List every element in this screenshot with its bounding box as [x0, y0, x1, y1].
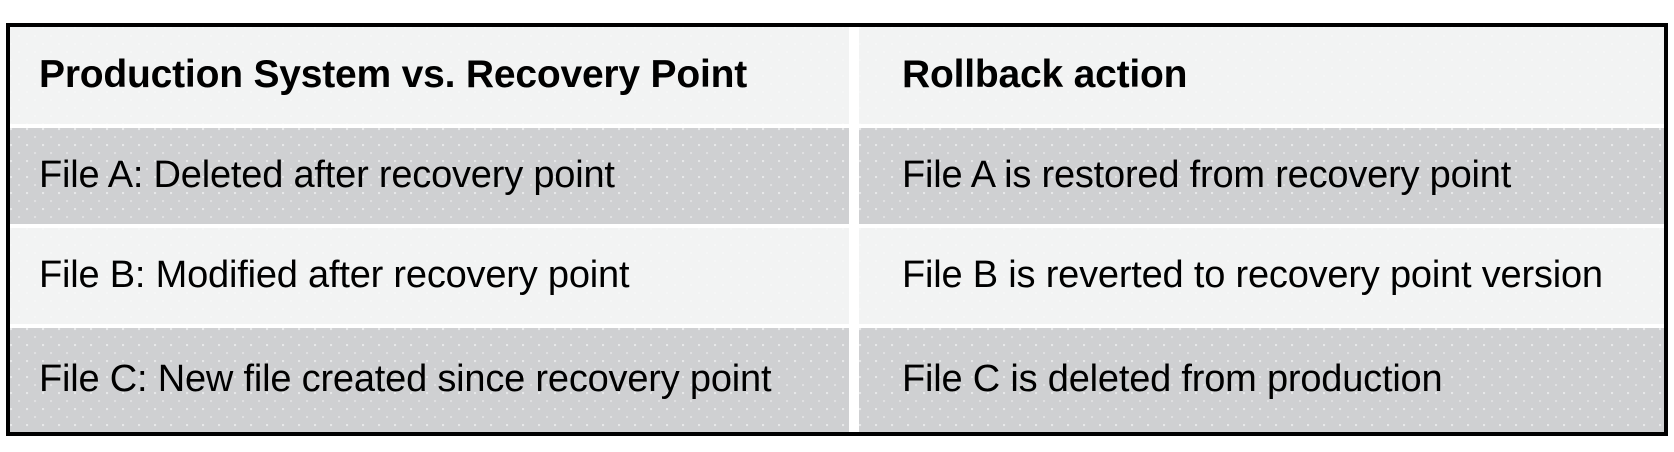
table-cell-condition: File B: Modified after recovery point — [10, 228, 849, 324]
column-header-label: Rollback action — [902, 53, 1188, 97]
cell-label: File B: Modified after recovery point — [39, 254, 630, 297]
table-cell-action: File B is reverted to recovery point ver… — [859, 228, 1664, 324]
column-header-label: Production System vs. Recovery Point — [39, 53, 748, 97]
column-divider — [849, 27, 859, 124]
cell-label: File A: Deleted after recovery point — [39, 154, 615, 197]
comparison-table: Production System vs. Recovery Point Rol… — [6, 23, 1668, 436]
table-cell-action: File A is restored from recovery point — [859, 128, 1664, 224]
table-body: Production System vs. Recovery Point Rol… — [10, 27, 1664, 432]
table-cell-condition: File C: New file created since recovery … — [10, 328, 849, 432]
cell-label: File A is restored from recovery point — [902, 154, 1512, 197]
table-cell-condition: File A: Deleted after recovery point — [10, 128, 849, 224]
table-header-row: Production System vs. Recovery Point Rol… — [10, 27, 1664, 124]
table-row: File A: Deleted after recovery point Fil… — [10, 128, 1664, 224]
cell-label: File B is reverted to recovery point ver… — [902, 254, 1603, 297]
table-row: File B: Modified after recovery point Fi… — [10, 228, 1664, 324]
table-cell-action: File C is deleted from production — [859, 328, 1664, 432]
table-header-cell-action: Rollback action — [859, 27, 1664, 124]
cell-label: File C: New file created since recovery … — [39, 358, 772, 401]
table-row: File C: New file created since recovery … — [10, 328, 1664, 432]
column-divider — [849, 228, 859, 324]
table-header-cell-condition: Production System vs. Recovery Point — [10, 27, 849, 124]
cell-label: File C is deleted from production — [902, 358, 1443, 401]
column-divider — [849, 328, 859, 432]
column-divider — [849, 128, 859, 224]
